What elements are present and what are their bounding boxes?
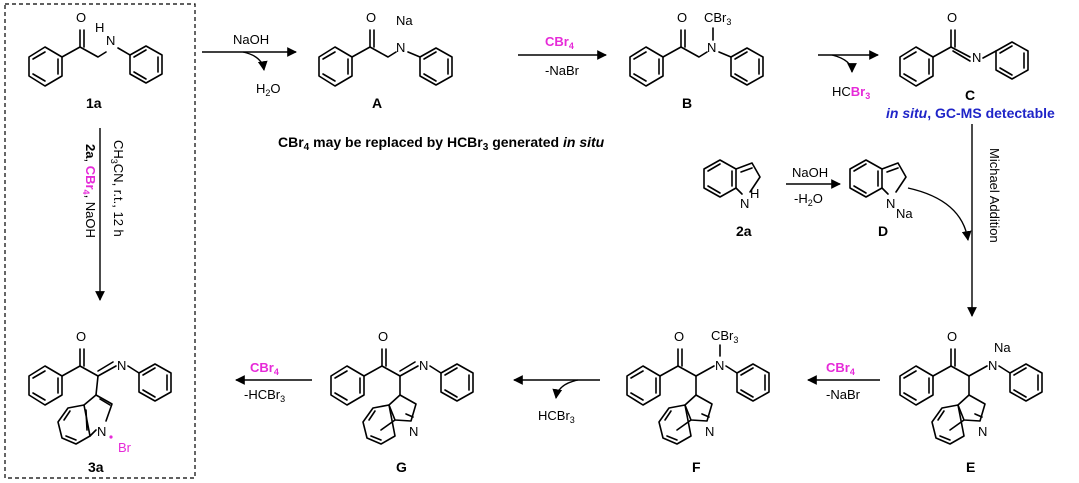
svg-text:N: N bbox=[972, 50, 981, 65]
arrow-hcbr3-release bbox=[831, 54, 857, 73]
svg-text:-NaBr: -NaBr bbox=[826, 387, 861, 402]
svg-text:N: N bbox=[705, 424, 714, 439]
svg-text:HCBr3: HCBr3 bbox=[538, 408, 575, 425]
conditions-line-2: CH3CN, r.t., 12 h bbox=[109, 140, 126, 237]
molecule-2a: N H 2a bbox=[703, 159, 761, 239]
svg-text:O: O bbox=[366, 10, 376, 25]
label-3a: 3a bbox=[88, 459, 104, 475]
svg-text:CBr4: CBr4 bbox=[826, 360, 855, 377]
svg-text:N: N bbox=[117, 358, 126, 373]
molecule-e: O N Na N E bbox=[899, 329, 1043, 475]
reagent-naoh-1: NaOH bbox=[233, 32, 269, 47]
molecule-c: O N C bbox=[899, 10, 1029, 103]
svg-text:O: O bbox=[674, 329, 684, 344]
reagent-hcbr3: HCBr3 bbox=[832, 84, 870, 101]
arrow-d-curve bbox=[907, 187, 972, 241]
label-g: G bbox=[396, 459, 407, 475]
arrow-hcbr3-release-2 bbox=[552, 379, 579, 399]
svg-text:O: O bbox=[947, 10, 957, 25]
label-f: F bbox=[692, 459, 701, 475]
note-cbr4-replacement: CBr4 may be replaced by HCBr3 generated … bbox=[278, 134, 605, 153]
reagent-nabr-1: -NaBr bbox=[545, 63, 580, 78]
note-gcms: in situ, GC-MS detectable bbox=[886, 105, 1055, 121]
label-1a: 1a bbox=[86, 95, 102, 111]
svg-text:O: O bbox=[378, 329, 388, 344]
svg-text:Na: Na bbox=[396, 13, 413, 28]
reagent-h2o: H2O bbox=[256, 81, 281, 98]
molecule-f: O N CBr3 N F bbox=[626, 328, 770, 475]
label-d: D bbox=[878, 223, 888, 239]
svg-text:H: H bbox=[750, 186, 759, 201]
molecule-3a: O N N Br 3a bbox=[28, 329, 172, 475]
svg-text:CBr4: CBr4 bbox=[250, 360, 279, 377]
svg-text:CBr3: CBr3 bbox=[711, 328, 738, 345]
svg-text:O: O bbox=[947, 329, 957, 344]
svg-text:Na: Na bbox=[994, 340, 1011, 355]
svg-text:-H2O: -H2O bbox=[794, 191, 823, 208]
svg-text:CBr3: CBr3 bbox=[704, 10, 731, 27]
reagent-cbr4-1: CBr4 bbox=[545, 34, 574, 51]
svg-text:N: N bbox=[396, 40, 405, 55]
svg-text:N: N bbox=[409, 424, 418, 439]
molecule-g: O N N G bbox=[330, 329, 474, 475]
svg-text:N: N bbox=[707, 40, 716, 55]
svg-text:NaOH: NaOH bbox=[792, 165, 828, 180]
arrow-h2o-release bbox=[242, 51, 268, 71]
svg-text:Na: Na bbox=[896, 206, 913, 221]
molecule-d: N Na D bbox=[849, 159, 913, 239]
dashed-box bbox=[4, 3, 196, 479]
label-a: A bbox=[372, 95, 382, 111]
svg-text:O: O bbox=[677, 10, 687, 25]
svg-text:N: N bbox=[419, 358, 428, 373]
label-michael-addition: Michael Addition bbox=[987, 148, 1002, 243]
svg-text:N: N bbox=[886, 196, 895, 211]
molecule-a: O N Na A bbox=[318, 10, 453, 111]
atom-br-3a: Br bbox=[118, 440, 132, 455]
atom-n: N bbox=[106, 33, 115, 48]
svg-text:N: N bbox=[97, 424, 106, 439]
svg-text:N: N bbox=[988, 358, 997, 373]
label-e: E bbox=[966, 459, 975, 475]
label-b: B bbox=[682, 95, 692, 111]
svg-text:N: N bbox=[978, 424, 987, 439]
molecule-b: O N CBr3 B bbox=[629, 10, 764, 111]
conditions-line-1: 2a, CBr4, NaOH bbox=[81, 144, 98, 238]
molecule-1a: O N H 1a bbox=[28, 10, 163, 111]
svg-text:O: O bbox=[76, 329, 86, 344]
svg-text:-HCBr3: -HCBr3 bbox=[244, 387, 285, 404]
atom-o: O bbox=[76, 10, 86, 25]
label-2a: 2a bbox=[736, 223, 752, 239]
svg-text:N: N bbox=[715, 358, 724, 373]
atom-h: H bbox=[95, 20, 104, 35]
svg-text:N: N bbox=[740, 196, 749, 211]
label-c: C bbox=[965, 87, 975, 103]
